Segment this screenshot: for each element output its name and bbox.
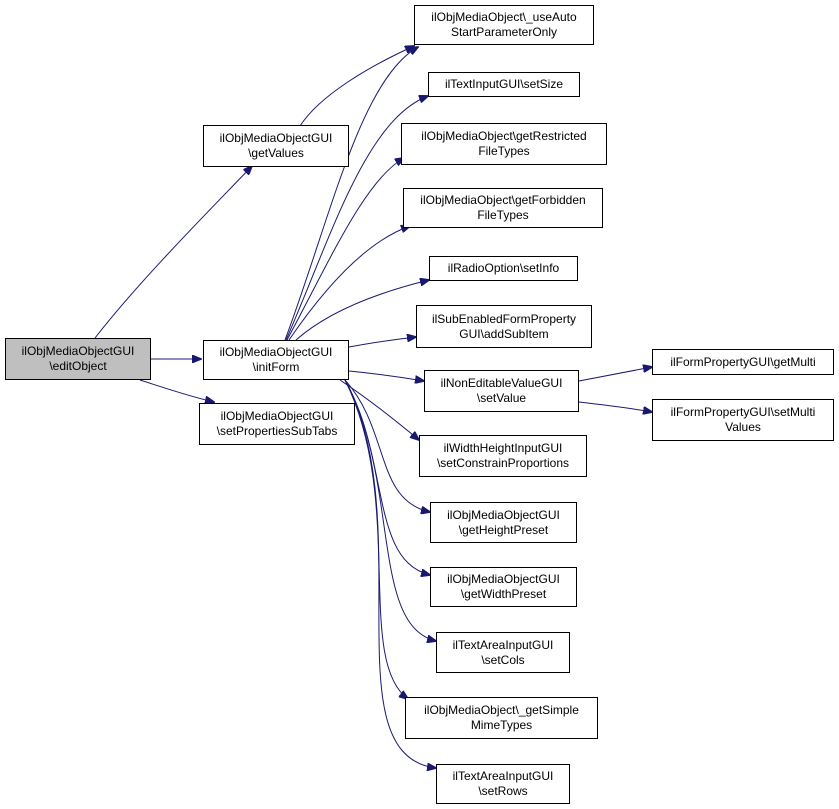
edge-initform-setcols [344, 379, 436, 641]
node-set-properties-sub-tabs[interactable]: ilObjMediaObjectGUI \setPropertiesSubTab… [199, 403, 355, 445]
node-set-multi-values[interactable]: ilFormPropertyGUI\setMulti Values [652, 399, 834, 441]
edge-initform-setvalue [348, 370, 424, 381]
node-use-auto-start-parameter-only[interactable]: ilObjMediaObject\_useAuto StartParameter… [414, 5, 594, 45]
edge-initform-setsize [285, 96, 428, 341]
edge-initform-getrestricted [286, 158, 404, 341]
node-set-cols[interactable]: ilTextAreaInputGUI \setCols [436, 632, 570, 673]
node-get-multi[interactable]: ilFormPropertyGUI\getMulti [652, 349, 834, 375]
node-set-info[interactable]: ilRadioOption\setInfo [429, 256, 578, 281]
edge-initform-addsubitem [348, 337, 416, 348]
node-get-restricted-file-types[interactable]: ilObjMediaObject\getRestricted FileTypes [401, 123, 607, 165]
edge-initform-getheightpreset [344, 379, 430, 512]
edge-initform-setinfo [295, 280, 429, 341]
node-get-simple-mime-types[interactable]: ilObjMediaObject\_getSimple MimeTypes [405, 697, 598, 739]
node-get-values[interactable]: ilObjMediaObjectGUI \getValues [203, 125, 349, 167]
node-get-width-preset[interactable]: ilObjMediaObjectGUI \getWidthPreset [430, 567, 577, 607]
edge-editobject-setpropertiessubtabs [139, 379, 214, 402]
edge-setvalue-setmultivalues [578, 401, 652, 412]
node-add-sub-item[interactable]: ilSubEnabledFormProperty GUI\addSubItem [416, 305, 592, 348]
edge-getvalues-useautostart [299, 46, 414, 127]
node-set-rows[interactable]: ilTextAreaInputGUI \setRows [436, 764, 570, 804]
node-set-constrain-proportions[interactable]: ilWidthHeightInputGUI \setConstrainPropo… [419, 435, 587, 477]
edge-initform-setrows [344, 379, 436, 768]
node-set-value[interactable]: ilNonEditableValueGUI \setValue [424, 370, 579, 412]
node-set-size[interactable]: ilTextInputGUI\setSize [428, 72, 580, 97]
edge-initform-getforbidden [288, 226, 410, 341]
edge-setvalue-getmulti [578, 367, 652, 382]
edge-editobject-getvalues [94, 166, 252, 339]
node-init-form[interactable]: ilObjMediaObjectGUI \initForm [203, 340, 349, 380]
edge-initform-setconstrain [339, 379, 419, 440]
node-get-forbidden-file-types[interactable]: ilObjMediaObject\getForbidden FileTypes [403, 188, 603, 228]
node-get-height-preset[interactable]: ilObjMediaObjectGUI \getHeightPreset [430, 502, 577, 543]
node-edit-object: ilObjMediaObjectGUI \editObject [5, 338, 151, 380]
